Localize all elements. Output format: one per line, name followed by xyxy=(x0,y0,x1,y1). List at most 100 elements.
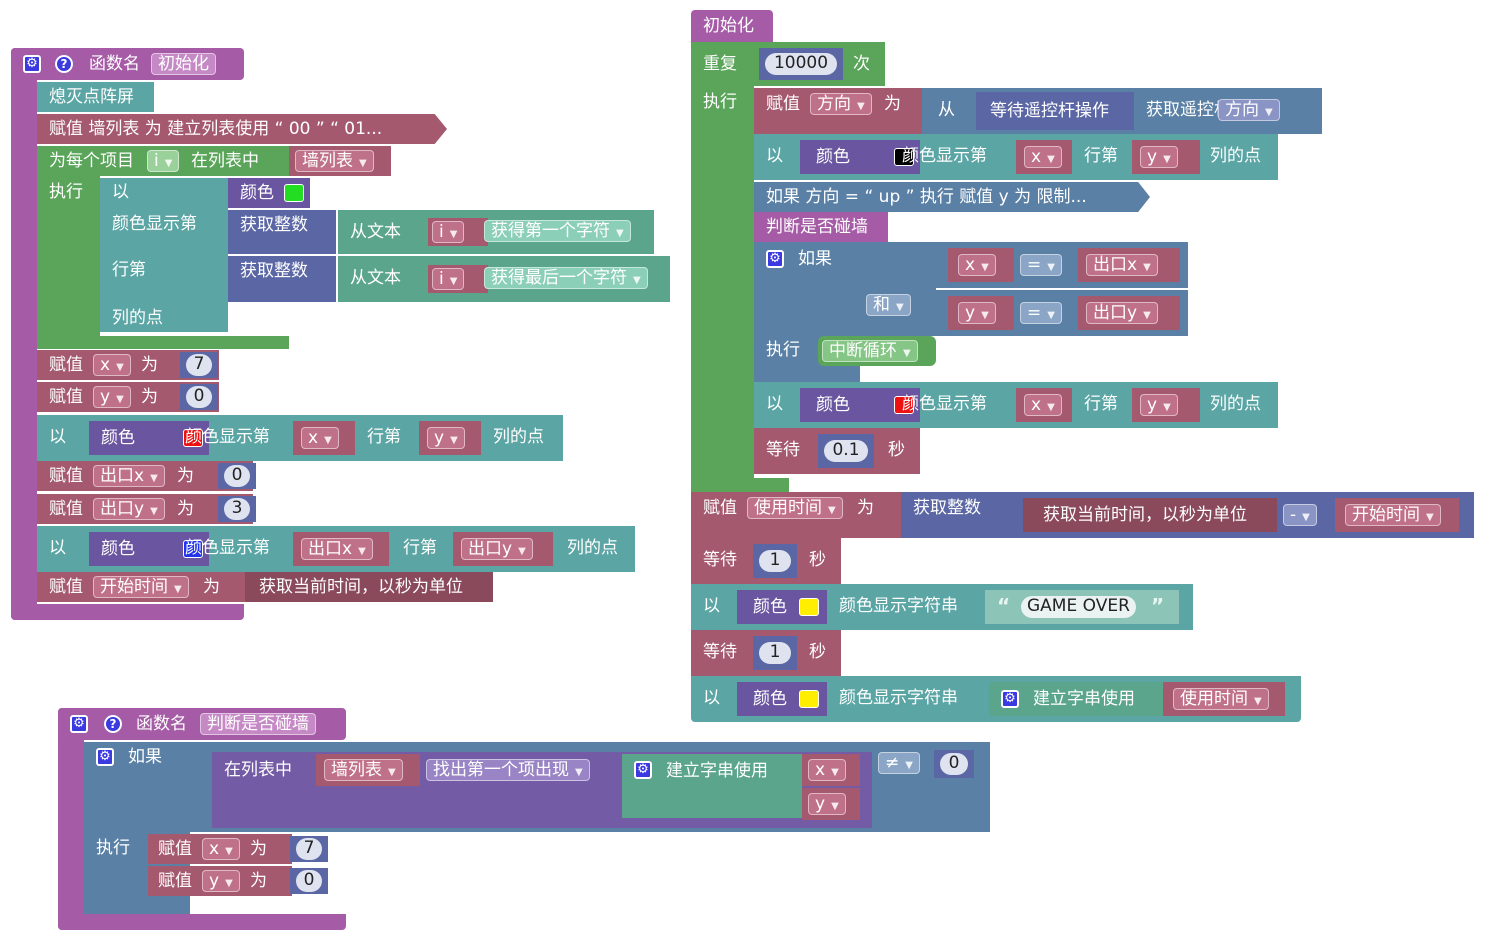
x-var-dropdown[interactable]: x▼ xyxy=(93,354,131,376)
color-swatch-blue[interactable] xyxy=(183,540,203,558)
joy-dir-dropdown[interactable]: 方向▼ xyxy=(1218,99,1280,121)
x-var-dropdown[interactable]: x▼ xyxy=(1024,394,1062,416)
exitx-var-dropdown[interactable]: 出口x▼ xyxy=(1086,254,1158,276)
if-exit-block[interactable]: ⚙ 如果 执行 xyxy=(754,242,860,382)
y-var-dropdown[interactable]: y▼ xyxy=(1140,146,1178,168)
wait-1-block-b[interactable]: 等待 1 秒 xyxy=(691,630,841,676)
color-green-block[interactable]: 颜色 xyxy=(228,178,310,208)
color-swatch-red[interactable] xyxy=(894,396,914,414)
y-var-block[interactable]: y▼ xyxy=(948,296,1014,330)
assign-exitx-block[interactable]: 赋值 出口x▼ 为 xyxy=(37,461,253,491)
exity-var-block[interactable]: 出口y▼ xyxy=(1078,296,1180,330)
num-field[interactable]: 1 xyxy=(759,550,791,572)
get-int-block-1[interactable]: 获取整数 xyxy=(228,210,336,254)
last-char-dropdown[interactable]: 获得最后一个字符▼ xyxy=(484,267,648,289)
x-var-block[interactable]: x▼ xyxy=(948,248,1014,282)
clear-screen-block[interactable]: 熄灭点阵屏 xyxy=(37,82,154,112)
get-time-block[interactable]: 获取当前时间，以秒为单位 xyxy=(1023,498,1277,532)
and-block[interactable]: 和▼ xyxy=(860,242,936,336)
build-str-block[interactable]: ⚙ 建立字串使用 使用时间▼ xyxy=(989,682,1285,716)
cmp-x-block[interactable]: x▼ =▼ 出口x▼ xyxy=(936,242,1188,288)
times-num-block[interactable]: 10000 xyxy=(759,48,843,80)
find-first-dropdown[interactable]: 找出第一个项出现▼ xyxy=(426,759,590,781)
exity-var-dropdown[interactable]: 出口y▼ xyxy=(1086,302,1158,324)
y-var-dropdown[interactable]: y▼ xyxy=(958,302,996,324)
find-first-block[interactable]: 在列表中 墙列表▼ 找出第一个项出现▼ ⚙ 建立字串使用 x▼ y▼ xyxy=(212,752,872,828)
i-var-dropdown[interactable]: i▼ xyxy=(432,221,465,243)
assign-y-block-2[interactable]: 赋值 y▼ 为 xyxy=(148,866,292,896)
color-swatch-black[interactable] xyxy=(894,148,914,166)
gear-icon[interactable]: ⚙ xyxy=(766,250,784,268)
build-str-block[interactable]: ⚙ 建立字串使用 xyxy=(622,754,802,818)
get-time-block[interactable]: 获取当前时间，以秒为单位 xyxy=(245,572,493,602)
exitx-var-block[interactable]: 出口x▼ xyxy=(1078,248,1180,282)
i-var-dropdown[interactable]: i▼ xyxy=(432,268,465,290)
show-red-block[interactable]: 以 颜色 颜色显示第 x▼ 行第 y▼ 列的点 xyxy=(37,415,563,461)
show-black-block[interactable]: 以 颜色 颜色显示第 x▼ 行第 y▼ 列的点 xyxy=(754,134,1278,180)
num-exitx-block[interactable]: 0 xyxy=(218,463,256,489)
num-field[interactable]: 0 xyxy=(940,753,968,775)
minus-block[interactable]: 获取当前时间，以秒为单位 -▼ 开始时间▼ xyxy=(1011,492,1474,538)
show-gameover-block[interactable]: 以 颜色 颜色显示字符串 “ GAME OVER ” xyxy=(691,584,1193,630)
assign-dir-block[interactable]: 赋值 方向▼ 为 xyxy=(754,88,922,134)
show-used-block[interactable]: 以 颜色 颜色显示字符串 ⚙ 建立字串使用 使用时间▼ xyxy=(691,676,1301,722)
used-var-block[interactable]: 使用时间▼ xyxy=(1163,682,1285,716)
y-var-block[interactable]: y▼ xyxy=(1132,388,1200,422)
color-blue-block[interactable]: 颜色 xyxy=(89,532,209,566)
y-var-dropdown[interactable]: y▼ xyxy=(93,386,131,408)
wait-num-block[interactable]: 1 xyxy=(753,636,797,670)
eq-dropdown[interactable]: =▼ xyxy=(1020,254,1062,276)
assign-wall-block[interactable]: 赋值 墙列表 为 建立列表使用 “ 00 ” “ 01... xyxy=(37,114,447,144)
color-yellow-block[interactable]: 颜色 xyxy=(737,590,827,624)
num-field[interactable]: 0.1 xyxy=(824,440,868,462)
wall-list-var[interactable]: 墙列表▼ xyxy=(289,146,391,176)
x-var-dropdown[interactable]: x▼ xyxy=(301,427,339,449)
help-icon[interactable]: ? xyxy=(104,715,122,733)
gear-icon[interactable]: ⚙ xyxy=(634,761,652,779)
color-swatch-green[interactable] xyxy=(284,184,304,202)
gear-icon[interactable]: ⚙ xyxy=(96,748,114,766)
color-swatch-yellow[interactable] xyxy=(799,598,819,616)
num-0-block[interactable]: 0 xyxy=(290,868,328,894)
exity-var-dropdown[interactable]: 出口y▼ xyxy=(93,498,165,520)
help-icon[interactable]: ? xyxy=(55,55,73,73)
exity-var-dropdown[interactable]: 出口y▼ xyxy=(461,538,533,560)
show-at-block-1[interactable]: 以 颜色显示第 行第 列的点 xyxy=(100,178,228,332)
num-field[interactable]: 7 xyxy=(296,838,322,860)
wall-list-dropdown[interactable]: 墙列表▼ xyxy=(295,150,374,172)
color-yellow-block[interactable]: 颜色 xyxy=(737,682,827,716)
num-7-block[interactable]: 7 xyxy=(180,352,218,378)
used-var-dropdown[interactable]: 使用时间▼ xyxy=(1173,688,1269,710)
foreach-block[interactable]: 为每个项目 i▼ 在列表中 墙列表▼ xyxy=(37,146,391,176)
exitx-var-block[interactable]: 出口x▼ xyxy=(293,532,389,566)
y-var-dropdown[interactable]: y▼ xyxy=(202,870,240,892)
y-var-dropdown[interactable]: y▼ xyxy=(427,427,465,449)
color-swatch-red[interactable] xyxy=(183,429,203,447)
break-loop-block[interactable]: 中断循环▼ xyxy=(818,336,936,366)
x-var-block[interactable]: x▼ xyxy=(293,421,355,455)
exitx-var-dropdown[interactable]: 出口x▼ xyxy=(301,538,373,560)
x-var-block[interactable]: x▼ xyxy=(1016,140,1072,174)
y-var-dropdown[interactable]: y▼ xyxy=(1140,394,1178,416)
assign-exity-block[interactable]: 赋值 出口y▼ 为 xyxy=(37,494,253,524)
exity-var-block[interactable]: 出口y▼ xyxy=(453,532,553,566)
y-var-dropdown[interactable]: y▼ xyxy=(808,793,846,815)
string-field[interactable]: GAME OVER xyxy=(1021,596,1136,618)
color-swatch-yellow[interactable] xyxy=(799,690,819,708)
from-text-first-block[interactable]: 从文本 i▼ 获得第一个字符▼ xyxy=(338,210,654,254)
num-exity-block[interactable]: 3 xyxy=(218,496,256,522)
assign-used-block[interactable]: 赋值 使用时间▼ 为 xyxy=(691,492,901,538)
num-7-block[interactable]: 7 xyxy=(290,836,328,862)
num-field[interactable]: 7 xyxy=(186,354,212,376)
wall-list-var[interactable]: 墙列表▼ xyxy=(316,754,420,786)
show-blue-block[interactable]: 以 颜色 颜色显示第 出口x▼ 行第 出口y▼ 列的点 xyxy=(37,526,635,572)
wall-list-dropdown[interactable]: 墙列表▼ xyxy=(324,759,403,781)
x-var-dropdown[interactable]: x▼ xyxy=(1024,146,1062,168)
num-0-block[interactable]: 0 xyxy=(180,384,218,410)
wait-num-block[interactable]: 1 xyxy=(753,544,797,578)
color-black-block[interactable]: 颜色 xyxy=(800,140,920,174)
assign-start-block[interactable]: 赋值 开始时间▼ 为 获取当前时间，以秒为单位 xyxy=(37,572,493,602)
if-up-collapsed-block[interactable]: 如果 方向 = “ up ” 执行 赋值 y 为 限制... xyxy=(754,182,1150,212)
and-dropdown[interactable]: 和▼ xyxy=(866,294,911,316)
minus-dropdown[interactable]: -▼ xyxy=(1283,504,1317,526)
